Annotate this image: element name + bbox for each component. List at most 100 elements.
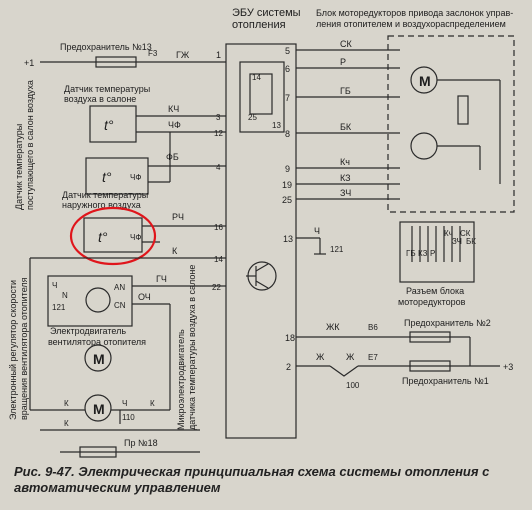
regulator-transistor — [85, 287, 111, 313]
svg-text:поступающего в салон воздуха: поступающего в салон воздуха — [25, 80, 35, 210]
fuse13-wire — [40, 56, 226, 68]
caption-line-1: Рис. 9-47. Электрическая принципиальная … — [14, 464, 490, 479]
red-highlight-circle — [69, 206, 157, 266]
regulator-pin-an: AN — [114, 283, 125, 292]
svg-text:Электронный регулятор скорости: Электронный регулятор скорости — [8, 280, 18, 420]
ecu-pin-1: 1 — [216, 50, 221, 60]
wire-ch-13: Ч — [314, 226, 320, 236]
actuator-outline — [387, 35, 515, 213]
sensor-cabin-box — [89, 105, 137, 143]
figure-caption: Рис. 9-47. Электрическая принципиальная … — [14, 464, 524, 496]
pin-13: 13 — [283, 234, 293, 244]
actuator-connector-pins: ГБ КЗ Р Кч ЗЧ СК БК — [406, 229, 476, 258]
potentiometer — [457, 95, 469, 125]
ecu-title-2: отопления — [232, 19, 286, 31]
actuator-title-1: Блок моторедукторов привода заслонок упр… — [316, 8, 513, 18]
fan-motor-label-2: вентилятора отопителя — [48, 337, 146, 347]
svg-text:Датчик температуры: Датчик температуры — [14, 124, 24, 210]
fan-motor — [30, 344, 200, 458]
fuse13-plus: +1 — [24, 58, 34, 68]
sensor-cabin — [89, 105, 226, 143]
motor-wires — [296, 49, 400, 200]
power-wires — [296, 331, 500, 377]
fuse13-label: Предохранитель №13 — [60, 42, 152, 52]
ecu-block-pin-13: 13 — [272, 121, 281, 130]
wire-chf-12: ЧФ — [168, 120, 181, 130]
regulator-pin-ch: Ч — [52, 281, 57, 290]
wire-kch: Кч — [340, 157, 350, 167]
pin-6: 6 — [285, 64, 290, 74]
plus-3: +3 — [503, 362, 513, 372]
fuse1-symbol — [409, 360, 451, 372]
sensor-outside-label-1: Датчик температуры — [62, 190, 148, 200]
regulator-outline — [47, 275, 133, 327]
pin-16: 16 — [214, 223, 223, 232]
wire-r: Р — [340, 57, 346, 67]
ground-100: 100 — [346, 381, 360, 390]
wire-zhk: ЖК — [326, 322, 340, 332]
fuse2-symbol — [409, 331, 451, 343]
ecu-title-1: ЭБУ системы — [232, 7, 301, 19]
conn-pin-kz: КЗ — [418, 249, 428, 258]
pin-5: 5 — [285, 46, 290, 56]
fan-motor-m-1: M — [93, 351, 105, 367]
fan-motor-m-2: M — [93, 401, 105, 417]
connector-label-1: Разъем блока — [406, 286, 464, 296]
pin-19: 19 — [282, 180, 292, 190]
pin-2: 2 — [286, 362, 291, 372]
pin-3: 3 — [216, 113, 221, 122]
pin-8: 8 — [285, 129, 290, 139]
fuse13-id: F3 — [148, 49, 158, 58]
wire-bk: БК — [340, 122, 352, 132]
pin-9: 9 — [285, 164, 290, 174]
pin-7: 7 — [285, 93, 290, 103]
motor-2-circle — [410, 132, 438, 160]
wire-k-label: К — [172, 246, 178, 256]
wire-zh-2: Ж — [346, 352, 355, 362]
sensor-outside — [83, 217, 226, 253]
svg-text:вращения вентилятора отопителя: вращения вентилятора отопителя — [19, 277, 29, 420]
conn-pin-sk: СК — [460, 229, 471, 238]
wire-gb: ГБ — [340, 86, 351, 96]
wire-gzh: ГЖ — [176, 50, 190, 60]
ecu-block-pin-25: 25 — [248, 113, 257, 122]
conn-pin-zch: ЗЧ — [452, 237, 462, 246]
fan-motor-circle-1 — [84, 344, 112, 372]
wire-och: ОЧ — [138, 292, 151, 302]
svg-text:датчика температуры воздуха в: датчика температуры воздуха в салоне — [187, 265, 197, 430]
pin-12: 12 — [214, 129, 223, 138]
fan-wire-k-1: К — [64, 399, 69, 408]
actuator-title-2: ления отопителем и воздухораспределением — [316, 19, 506, 29]
regulator-pin-n: N — [62, 291, 68, 300]
pin-4: 4 — [216, 163, 221, 172]
fan-wire-ch: Ч — [122, 399, 127, 408]
wire-kz: КЗ — [340, 173, 351, 183]
pin-25: 25 — [282, 195, 292, 205]
sensor-outside-chf: ЧФ — [130, 233, 141, 242]
ecu-outline — [225, 43, 297, 439]
wire-k-14 — [29, 257, 226, 410]
sensor-outside-symbol: t° — [98, 229, 108, 245]
fan-motor-label-1: Электродвигатель — [50, 326, 126, 336]
actuator-connector — [399, 221, 475, 283]
junction-e7: Е7 — [368, 353, 378, 362]
conn-pin-gb: ГБ — [406, 249, 416, 258]
ecu-block — [225, 43, 297, 439]
ecu-block-pin-14: 14 — [252, 73, 261, 82]
actuator-block — [387, 35, 515, 283]
conn-pin-r: Р — [430, 249, 435, 258]
conn-pin-kch: Кч — [444, 229, 453, 238]
sensor-incoming-box — [85, 157, 149, 195]
regulator-pin-cn: CN — [114, 301, 126, 310]
svg-text:Микроэлектродвигатель: Микроэлектродвигатель — [176, 329, 186, 430]
fuse13-symbol — [95, 56, 137, 68]
micromotor-vertical-label: Микроэлектродвигатель датчика температур… — [176, 265, 197, 430]
pin-22: 22 — [212, 283, 221, 292]
connector-label-2: моторедукторов — [398, 297, 466, 307]
pin-18: 18 — [285, 333, 295, 343]
wire-kch-3: КЧ — [168, 104, 179, 114]
wire-fb: ФБ — [166, 152, 179, 162]
fan-motor-circle-2 — [84, 394, 112, 422]
fan-wire-k-3: К — [64, 419, 69, 428]
